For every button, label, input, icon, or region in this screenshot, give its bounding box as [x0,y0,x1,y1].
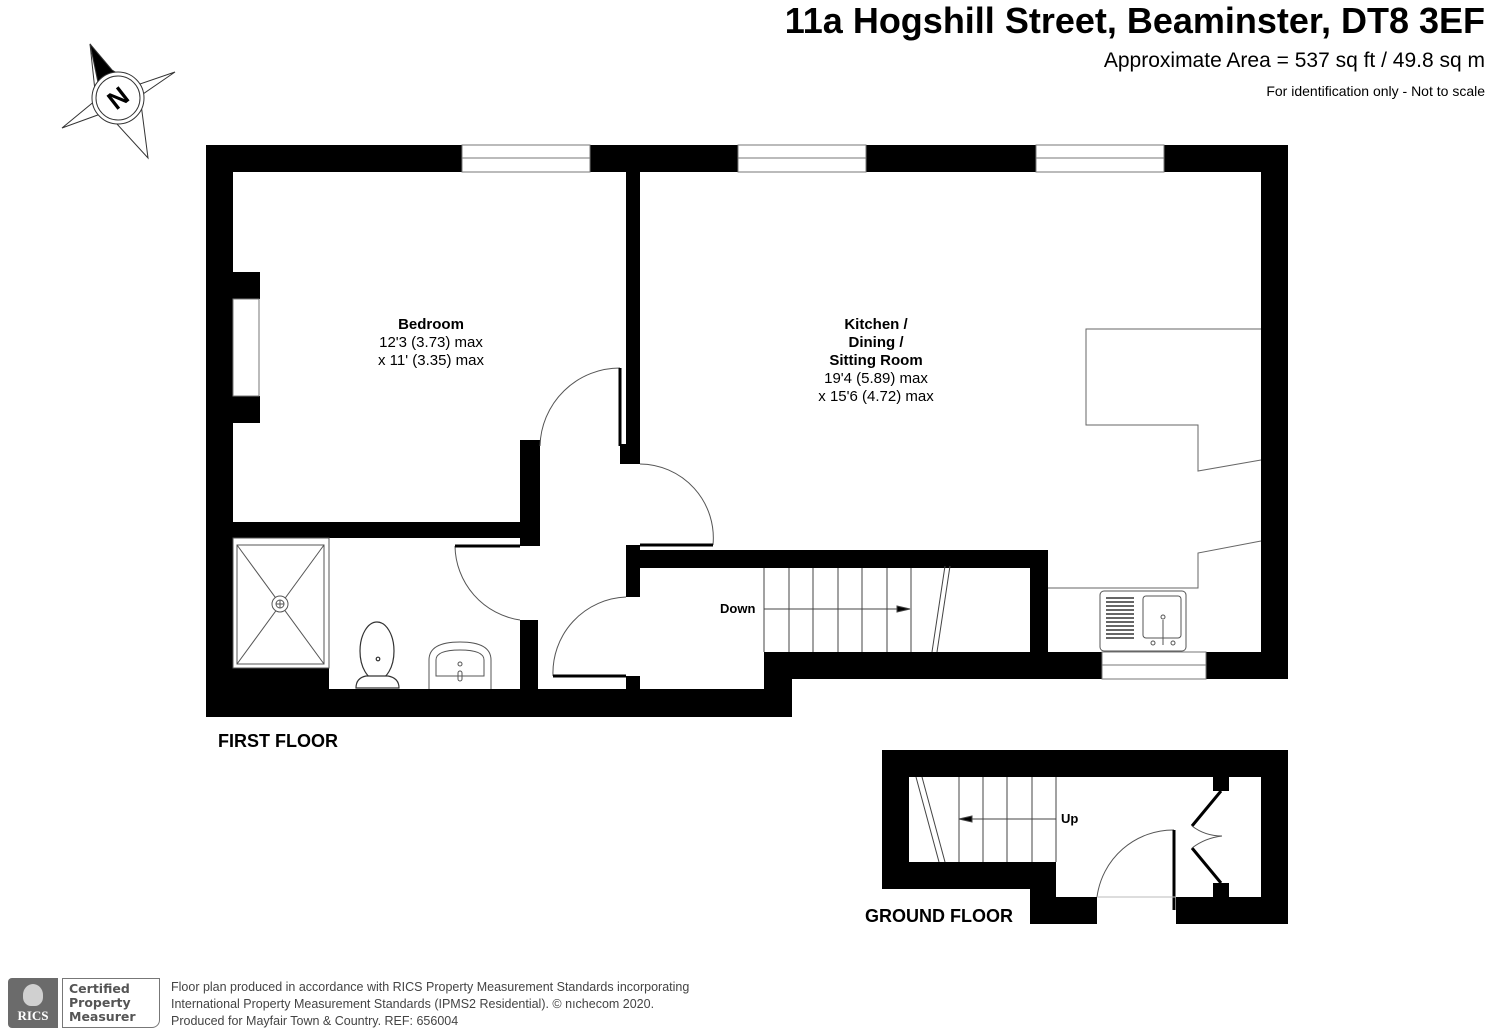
floor-label-first: FIRST FLOOR [218,731,338,751]
room-dimension-width: x 15'6 (4.72) max [818,388,934,405]
scale-disclaimer: For identification only - Not to scale [1266,83,1485,99]
cert-line-2: Property [69,995,131,1010]
room-dimension-length: 12'3 (3.73) max [379,334,483,351]
first-floor-doors [454,367,714,678]
rics-lion-icon [23,984,43,1006]
property-address-title: 11a Hogshill Street, Beaminster, DT8 3EF [784,0,1485,41]
room-label-kitchen-dining-sitting: Kitchen / Dining / Sitting Room 19'4 (5.… [818,316,933,406]
north-compass-icon: N [61,43,176,160]
shower-tray-icon [232,537,330,669]
approximate-area: Approximate Area = 537 sq ft / 49.8 sq m [1103,49,1485,72]
footer-line-1: Floor plan produced in accordance with R… [171,980,690,994]
wash-basin-icon [428,641,492,689]
cert-line-3: Measurer [69,1009,136,1024]
certification-text: Certified Property Measurer [69,982,136,1024]
room-name-line: Sitting Room [829,352,923,369]
first-floor-staircase [763,565,951,653]
footer-line-2: International Property Measurement Stand… [171,997,655,1011]
rics-certified-badge: RICS Certified Property Measurer [8,978,160,1028]
room-name: Bedroom [398,316,464,333]
toilet-icon [355,621,400,689]
certification-box: Certified Property Measurer [62,978,160,1028]
rics-logo: RICS [8,978,58,1028]
room-label-bedroom: Bedroom 12'3 (3.73) max x 11' (3.35) max [378,316,484,370]
ground-floor-walls [882,750,1288,924]
first-floor-windows [232,144,1207,680]
footer-line-3: Produced for Mayfair Town & Country. REF… [171,1014,459,1028]
room-name-line: Dining / [848,334,904,351]
room-dimension-width: x 11' (3.35) max [378,352,484,369]
cert-line-1: Certified [69,981,130,996]
floor-label-ground: GROUND FLOOR [865,906,1013,926]
ground-floor-staircase [915,776,1057,863]
ground-floor-doors [1096,790,1223,910]
footer-notice: Floor plan produced in accordance with R… [171,979,689,1030]
stairs-down-label: Down [720,601,756,616]
room-dimension-length: 19'4 (5.89) max [824,370,928,387]
kitchen-units [1048,328,1262,589]
kitchen-sink-icon [1099,590,1187,652]
room-name-line: Kitchen / [844,316,908,333]
rics-org-label: RICS [17,1008,49,1023]
stairs-up-label: Up [1061,811,1079,826]
